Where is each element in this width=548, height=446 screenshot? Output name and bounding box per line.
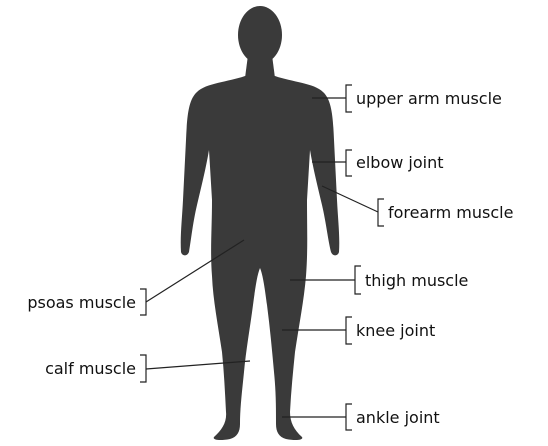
label-upper-arm-muscle: upper arm muscle — [356, 89, 502, 108]
label-elbow-joint: elbow joint — [356, 153, 444, 172]
bracket-upper-arm — [346, 85, 352, 112]
bracket-psoas — [140, 289, 146, 315]
bracket-knee — [346, 317, 352, 344]
bracket-thigh — [355, 266, 361, 294]
label-psoas-muscle: psoas muscle — [27, 293, 136, 312]
bracket-elbow — [346, 150, 352, 176]
bracket-forearm — [378, 199, 384, 226]
label-ankle-joint: ankle joint — [356, 408, 440, 427]
neck — [245, 55, 275, 78]
bracket-calf — [140, 355, 146, 382]
bracket-ankle — [346, 404, 352, 430]
body — [181, 76, 340, 440]
label-knee-joint: knee joint — [356, 321, 435, 340]
label-thigh-muscle: thigh muscle — [365, 271, 468, 290]
human-silhouette — [181, 6, 340, 440]
label-calf-muscle: calf muscle — [45, 359, 136, 378]
label-forearm-muscle: forearm muscle — [388, 203, 513, 222]
